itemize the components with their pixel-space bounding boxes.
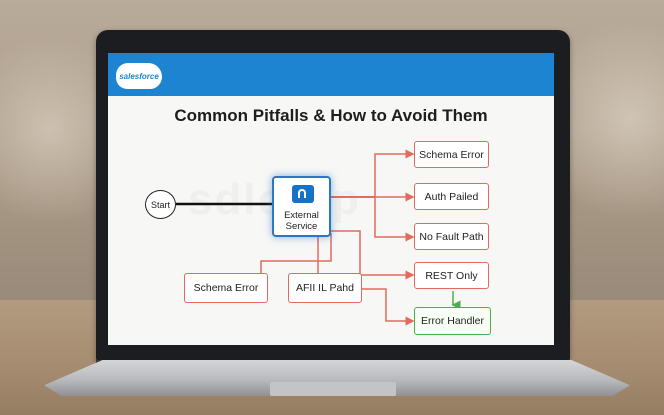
service-icon — [292, 185, 314, 203]
logo-text: salesforce — [119, 71, 159, 81]
auth-failed-node[interactable]: Auth Pailed — [414, 183, 489, 210]
connector-to-no-fault-path — [374, 197, 415, 242]
external-service-label: External Service — [274, 210, 329, 232]
connector-to-bottom-left — [260, 233, 332, 273]
rest-only-node[interactable]: REST Only — [414, 262, 489, 289]
external-service-node[interactable]: External Service — [272, 176, 331, 237]
schema-error-node[interactable]: Schema Error — [414, 141, 489, 168]
flow-connectors — [176, 149, 461, 326]
external-label-line1: External — [284, 210, 319, 221]
bottom-afii-node[interactable]: AFII IL Pahd — [288, 273, 362, 303]
salesforce-logo[interactable]: salesforce — [116, 63, 162, 89]
start-node[interactable]: Start — [145, 190, 176, 219]
error-handler-node[interactable]: Error Handler — [414, 307, 491, 335]
connector-to-error-handler — [362, 288, 415, 326]
connector-to-rest-only — [331, 230, 415, 280]
no-fault-path-node[interactable]: No Fault Path — [414, 223, 489, 250]
bottom-schema-error-node[interactable]: Schema Error — [184, 273, 268, 303]
laptop-screen: salesforce Common Pitfalls & How to Avoi… — [108, 53, 554, 345]
page-title: Common Pitfalls & How to Avoid Them — [174, 106, 488, 125]
connector-to-schema-error — [374, 149, 415, 197]
external-label-line2: Service — [285, 221, 318, 232]
header-bar: salesforce — [108, 53, 554, 96]
trackpad — [270, 382, 396, 396]
